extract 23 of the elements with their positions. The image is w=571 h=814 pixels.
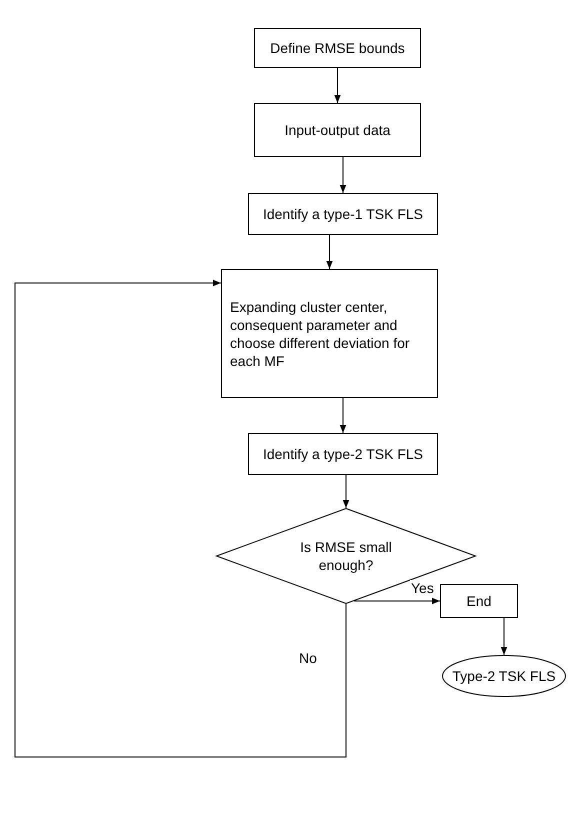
arrow <box>340 398 346 434</box>
node-text: Is RMSE small enough? <box>299 538 393 574</box>
process-box <box>248 433 438 475</box>
arrow <box>14 280 346 758</box>
arrow <box>326 234 333 270</box>
node-text: Expanding cluster center, consequent parameter and choose different deviation for each MF <box>229 298 411 370</box>
arrow <box>354 598 440 604</box>
node-text: Identify a type-2 TSK FLS <box>262 445 424 463</box>
process-box <box>248 193 438 235</box>
process-box <box>221 269 438 398</box>
arrow <box>334 68 341 104</box>
process-box <box>440 584 518 618</box>
node-text: End <box>466 592 492 610</box>
node-text: Type-2 TSK FLS <box>452 667 556 685</box>
node-text: Define RMSE bounds <box>270 39 405 57</box>
terminal-ellipse <box>442 655 566 697</box>
node-text: Input-output data <box>284 121 390 139</box>
arrow <box>342 474 350 508</box>
node-text: Identify a type-1 TSK FLS <box>262 205 424 223</box>
process-box <box>254 28 421 68</box>
arrow <box>500 618 508 656</box>
arrow <box>340 156 346 194</box>
process-box <box>254 103 421 157</box>
